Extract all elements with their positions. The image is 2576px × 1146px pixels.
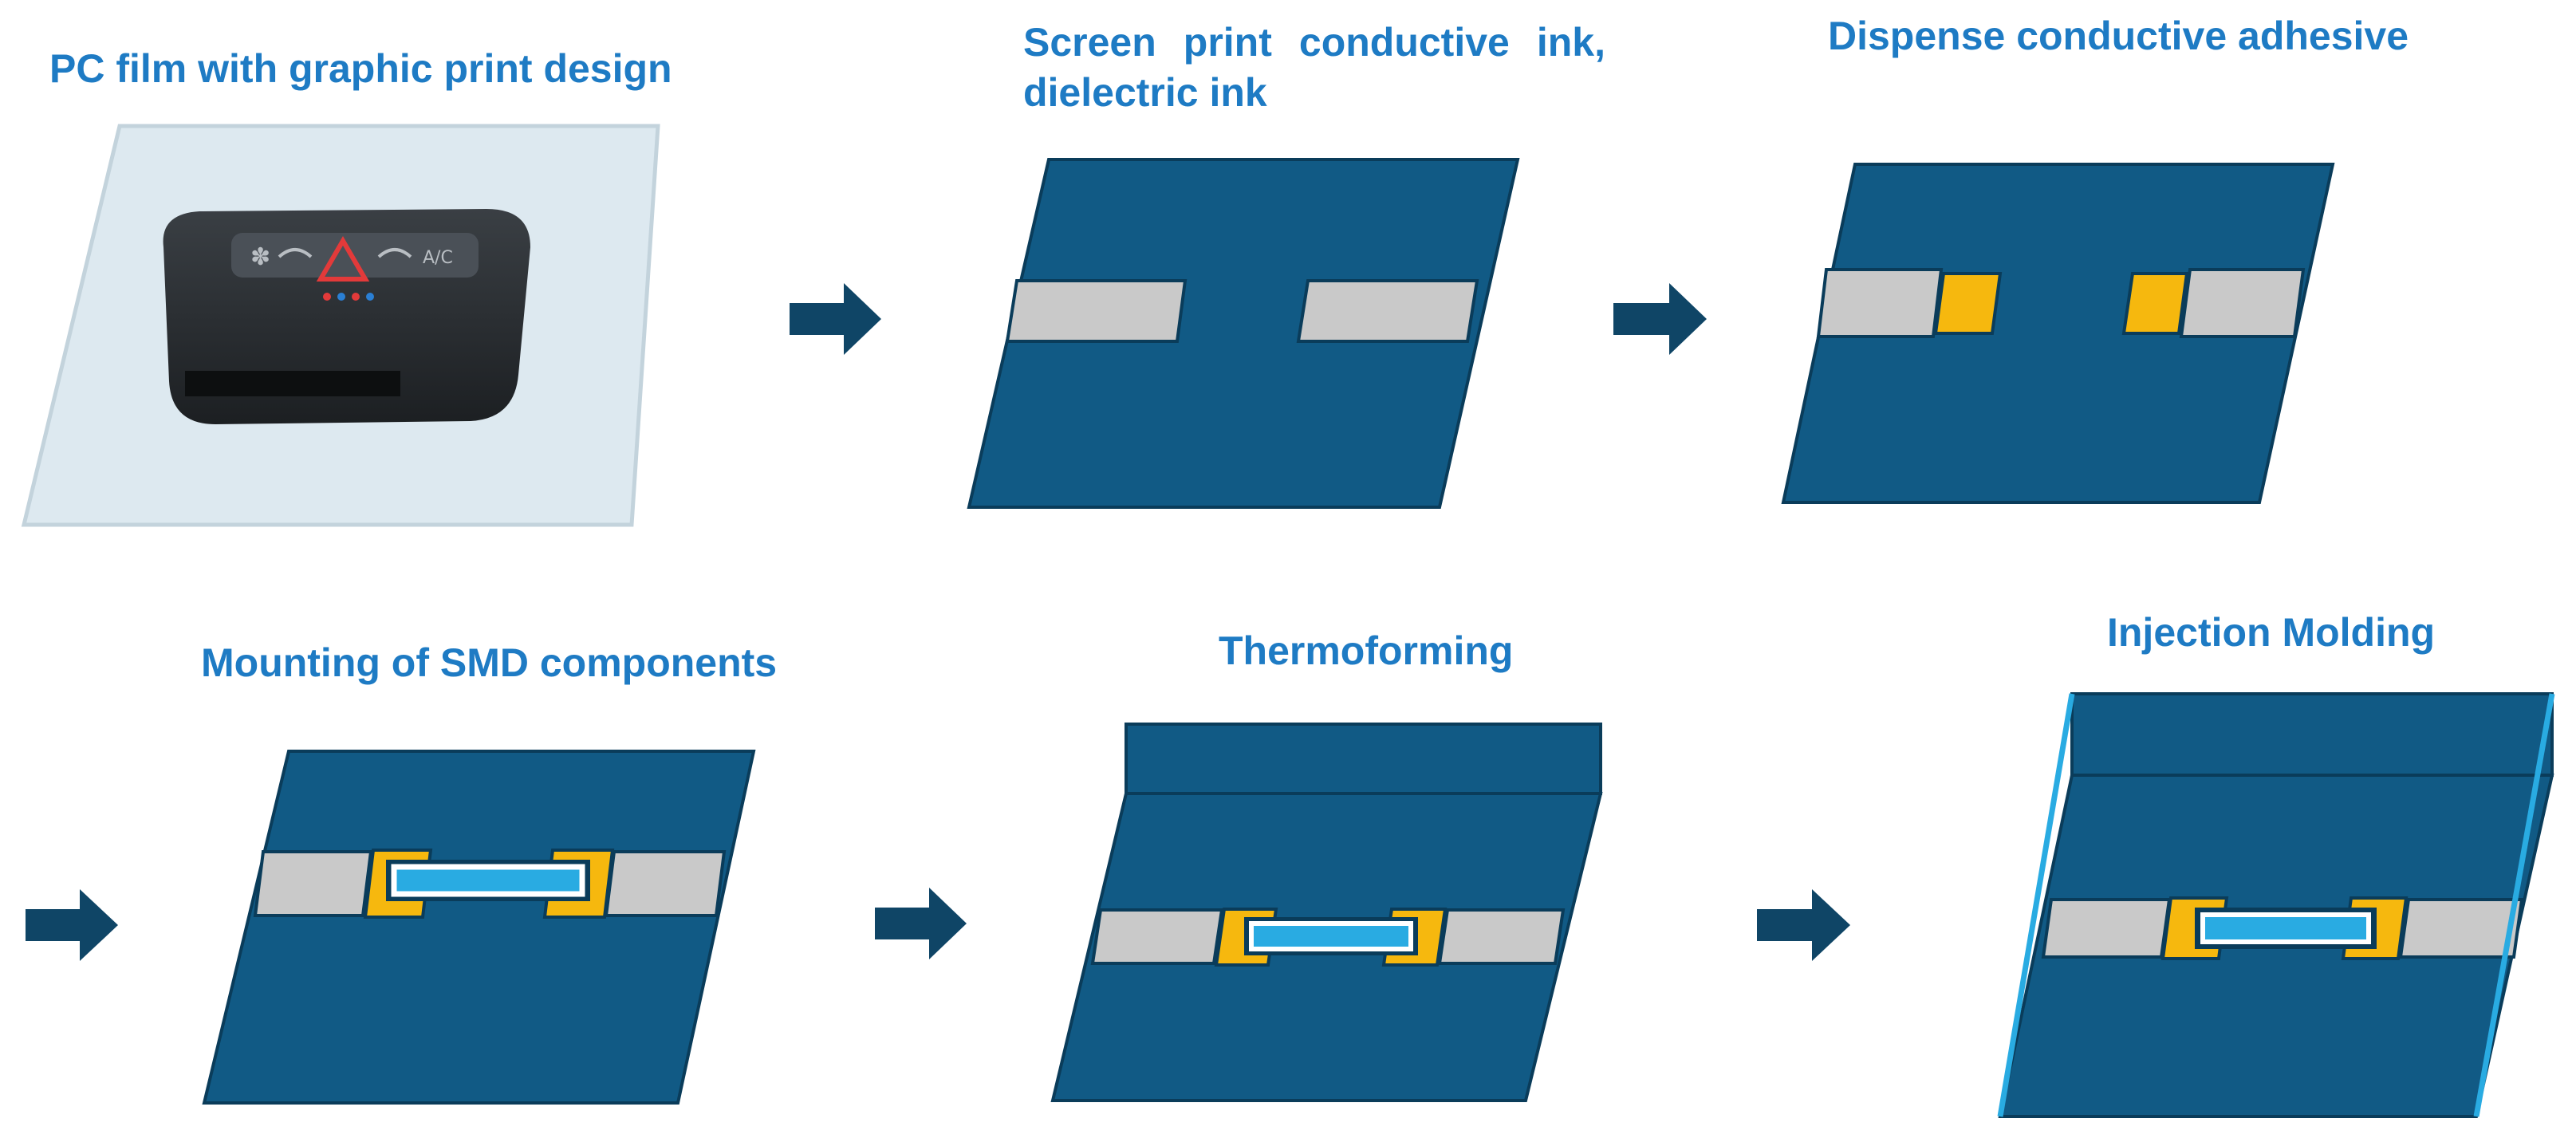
arrow-1: [790, 283, 881, 355]
conductive-ink-pad-right: [1296, 279, 1479, 343]
step-label-dispense-adhesive: Dispense conductive adhesive: [1828, 14, 2409, 58]
arrow-2: [1613, 283, 1707, 355]
indicator-dot-blue: [337, 293, 345, 301]
substrate: [1781, 163, 2335, 504]
conductive-ink-pad-left: [2041, 898, 2172, 959]
arrow-3: [26, 889, 118, 961]
car-defrost-icon: [377, 248, 412, 258]
injection-molding-illustration: [1997, 692, 2555, 1118]
thermoforming-illustration: [1050, 723, 1603, 1102]
smd-mounting-illustration: [202, 750, 756, 1105]
conductive-ink-pad-right: [1437, 908, 1566, 965]
control-panel-display-strip: [185, 371, 400, 396]
arrow-4: [875, 888, 967, 959]
conductive-ink-pad-left: [253, 850, 373, 917]
smd-component: [2200, 912, 2371, 944]
indicator-dot-red-2: [352, 293, 360, 301]
indicator-dot-blue-2: [366, 293, 374, 301]
step-label-screen-print: Screen print conductive ink, dielectric …: [1023, 20, 1605, 115]
step-label-pc-film: PC film with graphic print design: [49, 46, 672, 91]
step-label-thermoforming: Thermoforming: [1219, 628, 1514, 673]
substrate: [202, 750, 756, 1105]
ac-button-label: A/C: [423, 248, 453, 268]
step-label-injection-molding: Injection Molding: [2107, 610, 2436, 655]
control-panel-graphic: ✽ A/C: [163, 209, 530, 424]
hazard-triangle-icon: [316, 236, 370, 282]
conductive-ink-pad-right: [2398, 898, 2524, 959]
pc-film-illustration: ✽ A/C: [21, 124, 660, 527]
screen-print-illustration: [967, 158, 1520, 509]
fan-icon: ✽: [250, 243, 270, 271]
conductive-ink-pad-left: [1816, 268, 1944, 338]
adhesive-dot-right: [2121, 272, 2189, 335]
injection-mold-outline: [1997, 693, 2555, 1117]
smd-component: [1249, 921, 1413, 951]
smd-component: [391, 864, 585, 897]
formed-top-wall: [1125, 723, 1602, 795]
control-panel-button-bar: [231, 233, 479, 278]
formed-top-wall: [2070, 692, 2554, 777]
arrow-5: [1757, 889, 1850, 961]
conductive-ink-pad-left: [1090, 908, 1224, 965]
conductive-ink-pad-right: [2179, 268, 2306, 338]
step-label-smd-mounting: Mounting of SMD components: [201, 640, 778, 685]
indicator-dot-red: [323, 293, 331, 301]
substrate: [967, 158, 1520, 509]
conductive-ink-pad-left: [1005, 279, 1188, 343]
conductive-ink-pad-right: [604, 850, 727, 917]
dispense-adhesive-illustration: [1781, 163, 2335, 504]
car-recirculate-icon: [278, 248, 313, 258]
adhesive-dot-left: [1933, 272, 2003, 335]
